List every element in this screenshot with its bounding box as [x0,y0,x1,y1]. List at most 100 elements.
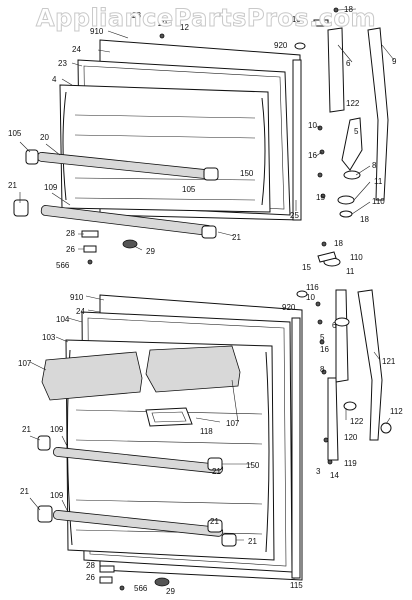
callout-label: 23 [58,59,67,68]
shelf-end-cap [13,199,29,217]
callout-label: 121 [382,357,396,366]
freezer-door-assembly [13,7,389,265]
callout-label: 21 [8,181,17,190]
callout-label: 910 [70,293,84,302]
freezer-door-liner [59,84,271,213]
callout-label: 150 [240,169,254,178]
callout-label: 16 [320,345,329,354]
hinge-top-bracket [317,251,337,263]
fresh-food-door-liner [65,339,275,561]
callout-label: 122 [350,417,364,426]
callout-label: 920 [274,41,288,50]
callout-label: 6 [346,59,351,68]
callout-label: 11 [346,267,355,276]
watermark-logo: AppliancePartsPros.com [36,4,376,32]
callout-label: 105 [8,129,22,138]
callout-label: 110 [372,197,385,206]
callout-label: 105 [182,185,196,194]
callout-label: 5 [354,127,359,136]
callout-label: 9 [392,57,397,66]
freezer-plug [122,239,138,249]
callout-label: 8 [372,161,377,170]
callout-label: 12 [180,23,189,32]
callout-label: 104 [56,315,70,324]
callout-label: 109 [44,183,58,192]
callout-label: 6 [332,321,337,330]
hinge-strip [335,289,349,383]
shelf-end-cap [37,505,53,523]
callout-label: 26 [86,573,95,582]
fresh-food-shelf-bar-lower [221,533,237,547]
callout-label: 5 [320,333,325,342]
callout-label: 28 [66,229,75,238]
hinge-washer [334,317,350,327]
hinge-bracket [341,117,363,171]
callout-label: 20 [40,133,49,142]
callout-label: 107 [226,419,240,428]
callout-label: 3 [316,467,321,476]
fresh-food-shelf-bar-upper [53,446,224,474]
callout-label: 18 [360,215,369,224]
freezer-small-part [83,245,97,253]
fresh-food-side-strip [291,317,301,579]
callout-label: 103 [42,333,56,342]
freezer-small-part [81,230,99,238]
dairy-door-left [41,351,143,401]
freezer-callouts: 18 28 910 29 12 110 920 24 23 4 105 20 2… [8,5,397,270]
callout-label: 21 [232,233,241,242]
callout-label: 4 [52,75,57,84]
callout-label: 118 [200,427,213,436]
callout-label: 910 [90,27,104,36]
callout-label: 16 [308,151,317,160]
leveling-foot [380,422,392,434]
callout-label: 29 [166,587,175,596]
callout-label: 26 [66,245,75,254]
callout-label: 110 [288,15,301,24]
bottom-hinge-strip [327,377,339,461]
fresh-food-small-part [99,576,113,584]
callout-label: 110 [350,253,363,262]
hinge-washer [339,210,353,218]
callout-label: 29 [158,19,167,28]
callout-label: 21 [22,425,31,434]
callout-label: 122 [346,99,360,108]
shelf-end-cap [25,149,39,165]
hinge-washer [337,195,355,205]
callout-label: 21 [248,537,257,546]
hinge-pin [343,170,361,180]
callout-label: 21 [212,467,221,476]
callout-label: 14 [330,471,339,480]
callout-label: 115 [290,581,303,590]
callout-label: 119 [344,459,357,468]
fresh-food-shelf-bar-middle [53,509,224,537]
freezer-screw [87,259,93,265]
callout-label: 24 [76,307,85,316]
callout-label: 566 [56,261,70,270]
callout-label: 107 [18,359,32,368]
callout-label: 150 [246,461,260,470]
callout-label: 120 [344,433,358,442]
callout-label: 8 [320,365,325,374]
shelf-end-cap [37,435,51,451]
callout-label: 15 [302,263,311,272]
callout-label: 15 [316,193,325,202]
freezer-shelf-bar-lower [40,205,217,239]
callout-label: 28 [132,11,141,20]
callout-label: 116 [306,283,319,292]
hinge-cover [367,27,389,201]
fresh-food-callouts: 18 15 110 11 910 116 10 920 24 104 103 1… [18,239,403,596]
hinge-strip [327,27,345,113]
callout-label: 566 [134,584,148,593]
dairy-door-right [145,345,241,393]
callout-label: 18 [334,239,343,248]
callout-label: 920 [282,303,296,312]
fresh-food-plug [154,577,170,587]
callout-label: 21 [210,517,219,526]
callout-label: 11 [374,177,383,186]
callout-label: 29 [146,247,155,256]
freezer-side-strip [292,59,302,221]
callout-label: 25 [290,211,299,220]
fresh-food-small-part [99,565,115,573]
callout-label: 10 [308,121,317,130]
callout-label: 10 [306,293,315,302]
